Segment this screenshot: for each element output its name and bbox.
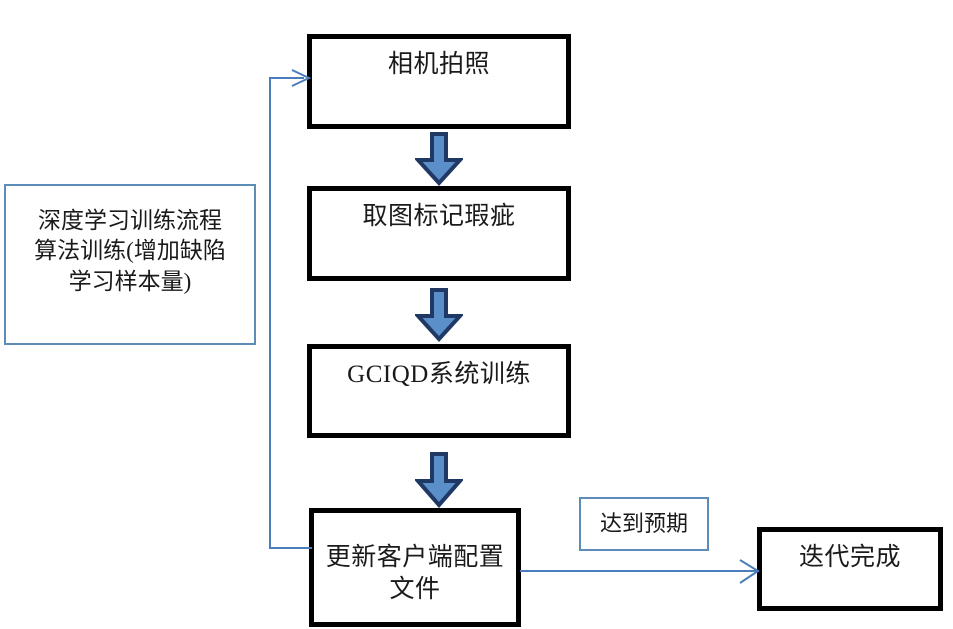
node-camera-capture[interactable]: 相机拍照 <box>307 34 571 129</box>
node-update-client-config[interactable]: 更新客户端配置 文件 <box>309 508 521 627</box>
node-update-client-config-label-line-1: 更新客户端配置 <box>325 543 505 571</box>
connector-to-iteration-complete <box>520 559 760 584</box>
node-annotate-defects-label: 取图标记瑕疵 <box>362 203 516 230</box>
sidebar-note-heading: 深度学习训练流程 <box>38 208 222 233</box>
node-gciqd-training-label: GCIQD系统训练 <box>347 361 531 388</box>
node-iteration-complete[interactable]: 迭代完成 <box>757 527 943 611</box>
sidebar-note-body-line-2: 学习样本量) <box>68 268 192 294</box>
node-iteration-complete-label: 迭代完成 <box>798 544 901 571</box>
node-annotate-defects[interactable]: 取图标记瑕疵 <box>307 186 571 281</box>
edge-label-reached-expectation: 达到预期 <box>579 497 709 551</box>
block-arrow-down-train-to-update-config <box>415 452 463 508</box>
block-arrow-down-annotate-to-train <box>415 288 463 342</box>
connector-feedback-loop <box>269 69 312 549</box>
node-gciqd-training[interactable]: GCIQD系统训练 <box>307 344 571 438</box>
node-update-client-config-label-line-2: 文件 <box>389 576 441 603</box>
sidebar-note-deep-learning: 深度学习训练流程 算法训练(增加缺陷 学习样本量) <box>4 184 256 345</box>
sidebar-note-body-line-1: 算法训练(增加缺陷 <box>34 238 226 264</box>
edge-label-reached-expectation-text: 达到预期 <box>599 511 688 537</box>
node-camera-capture-label: 相机拍照 <box>387 51 490 78</box>
block-arrow-down-camera-to-annotate <box>415 132 463 186</box>
